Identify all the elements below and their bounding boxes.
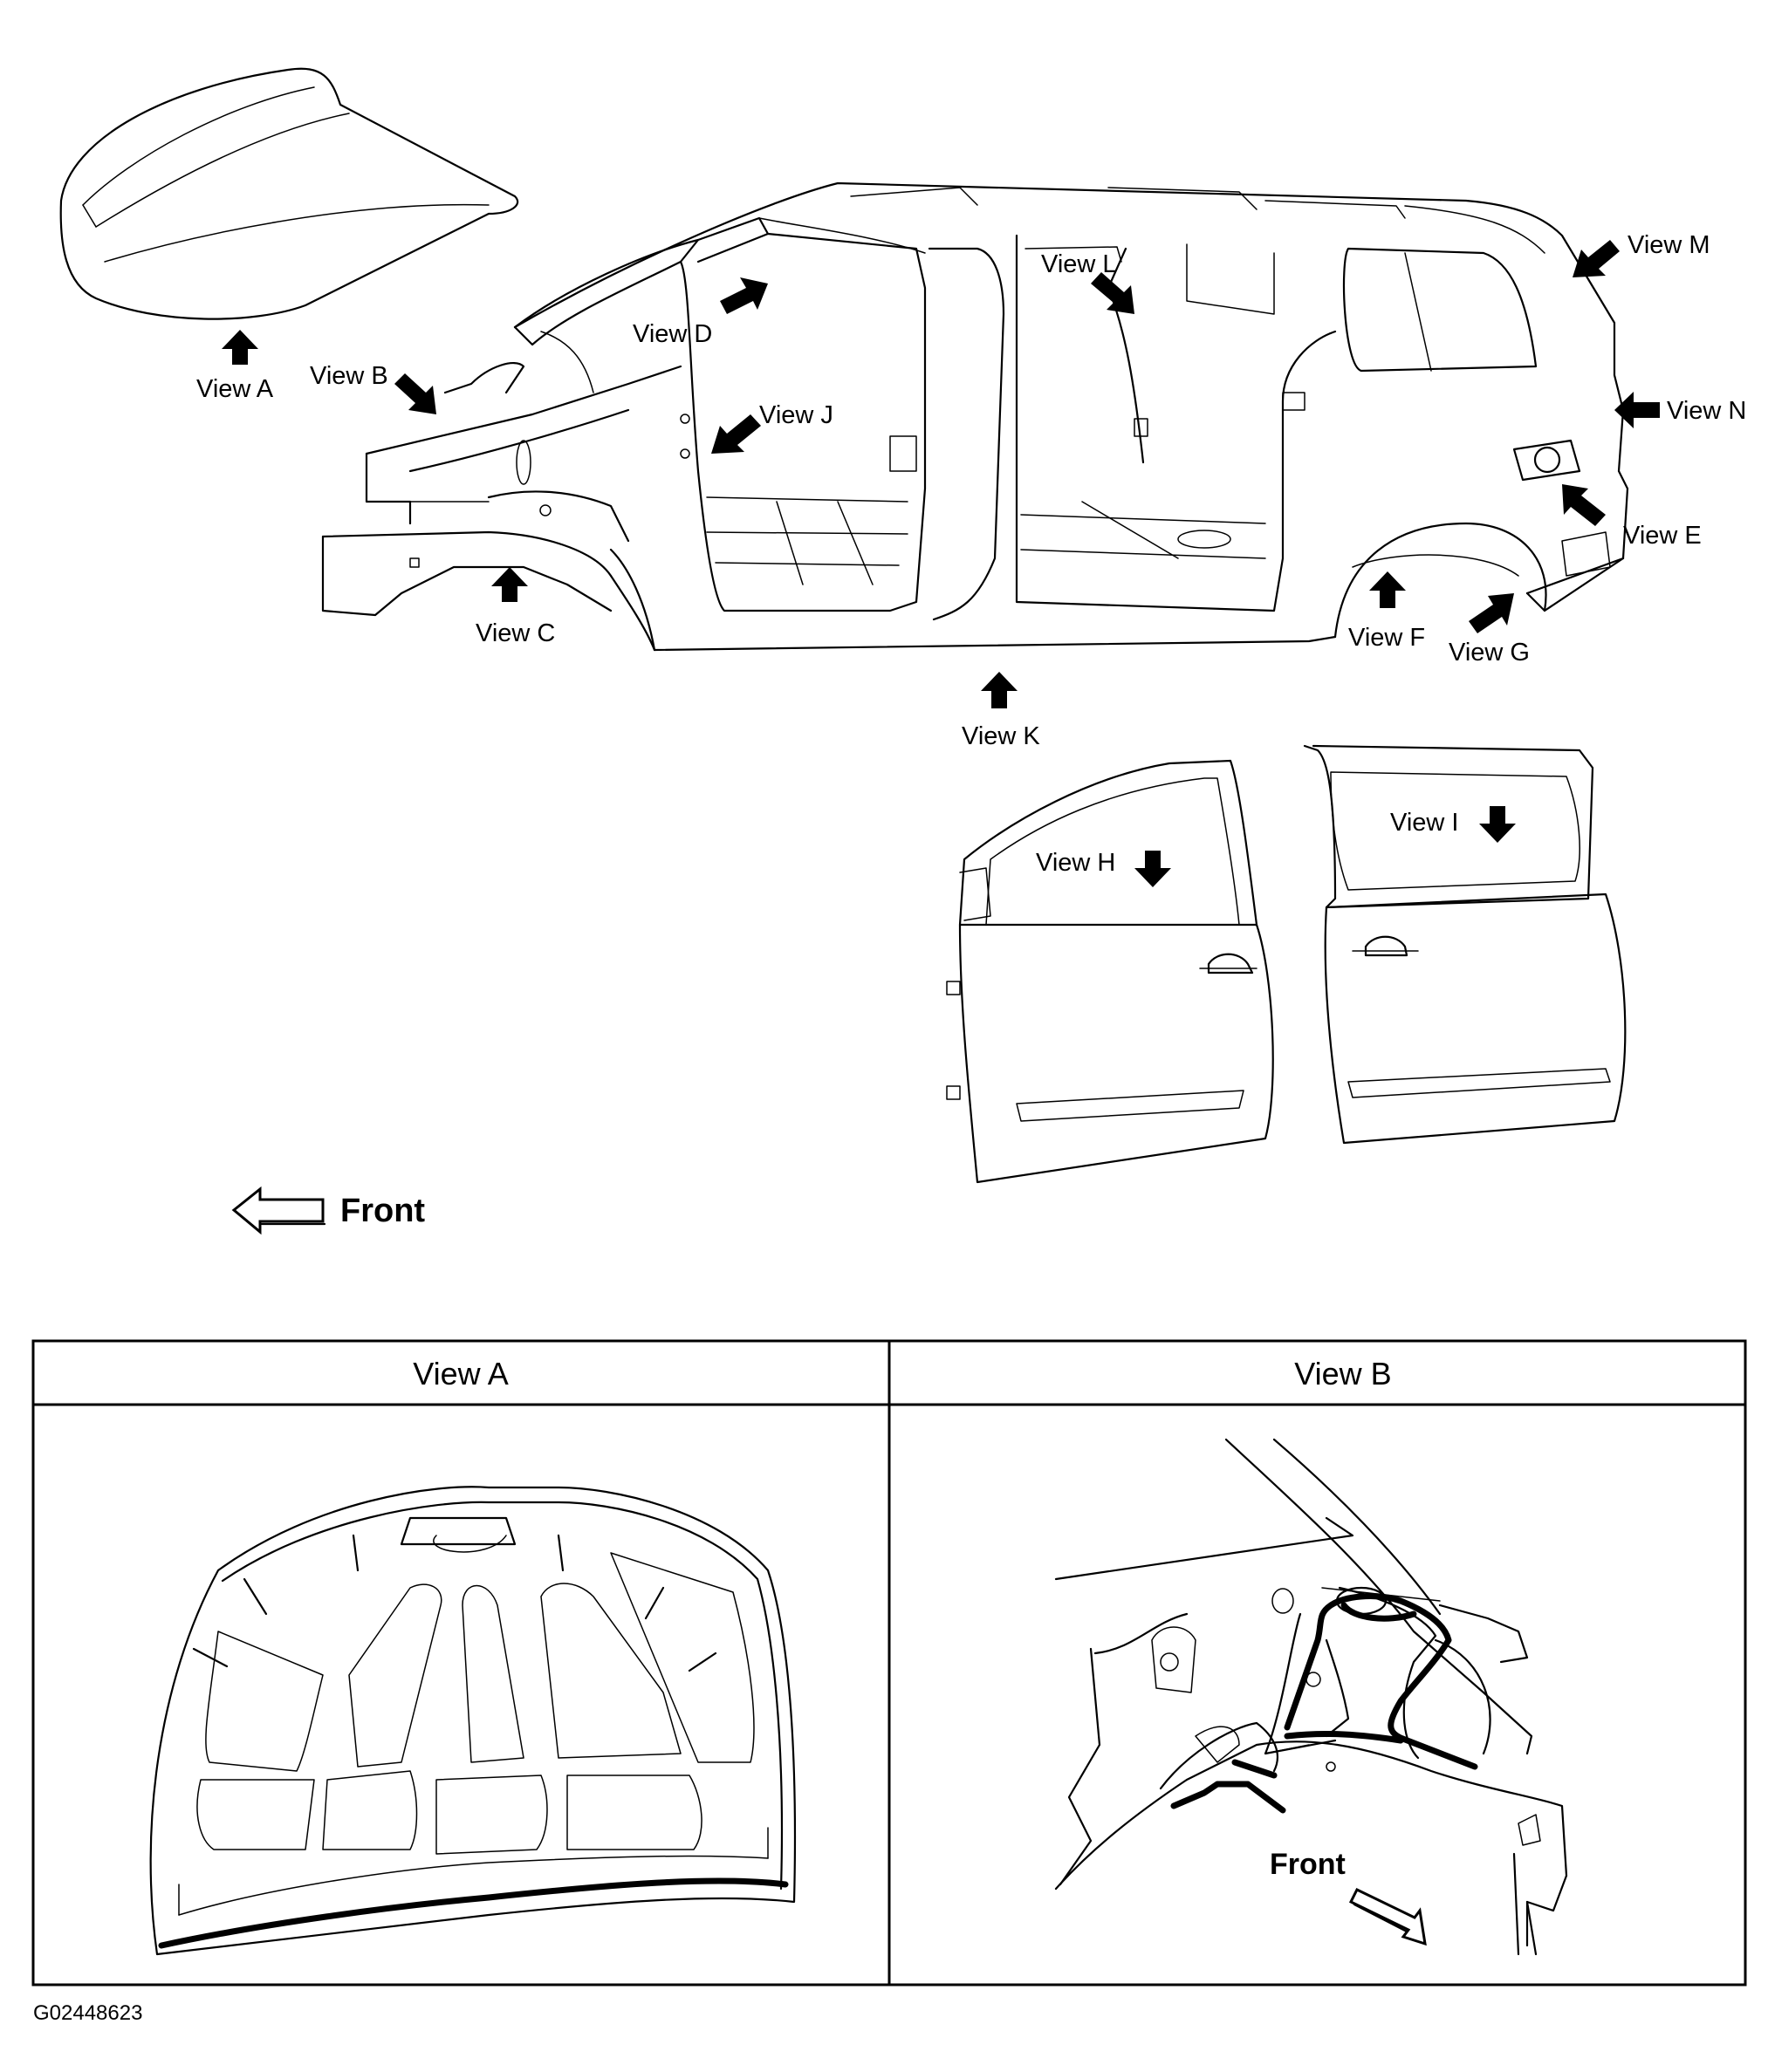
view-h-arrow xyxy=(1134,851,1171,887)
sliding-door-illustration xyxy=(1303,744,1627,1145)
view-f-label: View F xyxy=(1348,624,1425,652)
front-door-illustration xyxy=(946,759,1274,1184)
view-c-arrow xyxy=(491,567,528,602)
view-d-label: View D xyxy=(633,320,712,348)
view-i-arrow xyxy=(1479,806,1516,843)
front-left-arrow-icon xyxy=(231,1186,325,1235)
view-i-label: View I xyxy=(1390,809,1458,837)
view-a-arrow xyxy=(222,330,258,365)
view-a-label: View A xyxy=(196,375,274,403)
view-b-engine-compartment-illustration: Front xyxy=(1054,1438,1568,1956)
view-l-arrow xyxy=(1091,272,1134,314)
callout-arrows xyxy=(222,240,1660,887)
view-b-front-label: Front xyxy=(1270,1848,1346,1881)
view-j-label: View J xyxy=(759,401,833,429)
callout-labels: View A View B View C View D View J View … xyxy=(196,231,1746,877)
view-j-arrow xyxy=(711,414,761,454)
table-header-view-b: View B xyxy=(1294,1356,1391,1392)
view-g-arrow xyxy=(1469,593,1514,633)
view-e-label: View E xyxy=(1623,522,1702,550)
hood-illustration xyxy=(59,67,519,320)
view-n-label: View N xyxy=(1667,397,1746,425)
detail-views-table: View A View B xyxy=(31,1339,1747,1987)
view-g-label: View G xyxy=(1449,639,1530,667)
view-b-sealant-bead xyxy=(1284,1593,1478,1770)
front-label: Front xyxy=(340,1193,425,1229)
view-e-arrow xyxy=(1562,484,1606,526)
view-f-arrow xyxy=(1369,571,1406,608)
view-l-label: View L xyxy=(1041,250,1117,278)
figure-id: G02448623 xyxy=(33,2001,142,2025)
view-c-label: View C xyxy=(476,619,555,647)
view-b-label: View B xyxy=(310,362,388,390)
view-b-arrow xyxy=(394,373,436,414)
vehicle-body-side-view xyxy=(321,181,1629,652)
view-h-label: View H xyxy=(1036,849,1115,877)
view-a-hood-underside-illustration xyxy=(149,1486,797,1956)
view-m-label: View M xyxy=(1628,231,1710,259)
view-k-arrow xyxy=(981,672,1018,708)
table-header-view-a: View A xyxy=(413,1356,508,1392)
front-direction-indicator: Front xyxy=(231,1186,425,1235)
view-k-label: View K xyxy=(962,722,1040,750)
view-m-arrow xyxy=(1573,240,1620,277)
view-n-arrow xyxy=(1614,392,1660,428)
view-b-front-arrow-icon xyxy=(1348,1888,1427,1946)
view-d-arrow xyxy=(720,277,768,314)
